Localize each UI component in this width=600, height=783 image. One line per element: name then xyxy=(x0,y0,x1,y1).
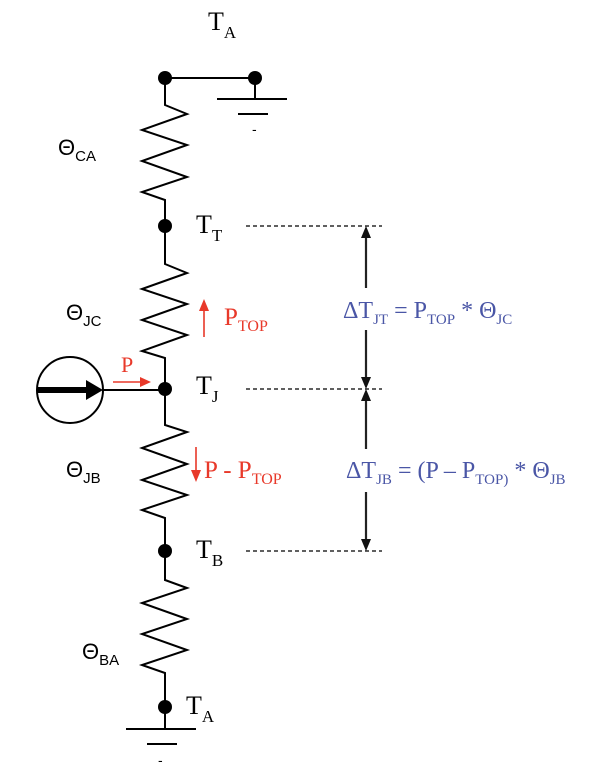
resistor-chain xyxy=(138,78,191,729)
power-flow-bottom xyxy=(191,447,201,482)
label-power-p: P xyxy=(121,352,133,377)
ground-icon-top xyxy=(217,98,287,115)
label-bottom-ambient: TA xyxy=(186,691,215,726)
label-theta-jb: ΘJB xyxy=(66,457,101,487)
dim-jb-up-arrowhead-icon xyxy=(361,389,371,401)
dimension-jb xyxy=(361,389,371,551)
dim-jb-down-arrowhead-icon xyxy=(361,539,371,551)
resistor-junction-board xyxy=(138,389,191,551)
pbottom-arrow-icon xyxy=(191,470,201,482)
resistor-board-ambient xyxy=(138,551,191,729)
dim-jt-down-arrowhead-icon xyxy=(361,377,371,389)
resistor-junction-case xyxy=(138,226,191,389)
node-top xyxy=(158,219,172,233)
label-node-junction: TJ xyxy=(196,371,219,406)
label-theta-jc: ΘJC xyxy=(66,300,102,330)
ground-minus-top: - xyxy=(252,121,257,137)
label-power-bottom: P - PTOP xyxy=(204,457,282,488)
label-theta-ba: ΘBA xyxy=(82,639,119,669)
node-board xyxy=(158,544,172,558)
resistor-case-ambient xyxy=(138,78,191,226)
ground-minus-bottom: - xyxy=(158,752,163,768)
equation-delta-t-jb: ΔTJB = (P – PTOP) * ΘJB xyxy=(346,458,566,488)
dim-jt-up-arrowhead-icon xyxy=(361,226,371,238)
label-node-top: TT xyxy=(196,210,223,245)
power-source-arrowhead-icon xyxy=(86,380,103,400)
top-ambient-connection xyxy=(158,71,287,115)
power-flow-top xyxy=(199,299,209,337)
label-theta-ca: ΘCA xyxy=(58,135,96,165)
p-arrow-icon xyxy=(140,377,151,387)
node-bottom-ambient xyxy=(158,700,172,714)
dimension-jt xyxy=(361,226,371,389)
equation-delta-t-jt: ΔTJT = PTOP * ΘJC xyxy=(343,298,512,328)
ptop-arrow-icon xyxy=(199,299,209,311)
label-node-board: TB xyxy=(196,535,223,570)
label-power-top: PTOP xyxy=(224,304,268,335)
power-flow-p xyxy=(113,377,151,387)
ground-icon-bottom xyxy=(126,728,196,745)
power-source xyxy=(36,356,165,424)
label-top-ambient: TA xyxy=(208,7,237,42)
